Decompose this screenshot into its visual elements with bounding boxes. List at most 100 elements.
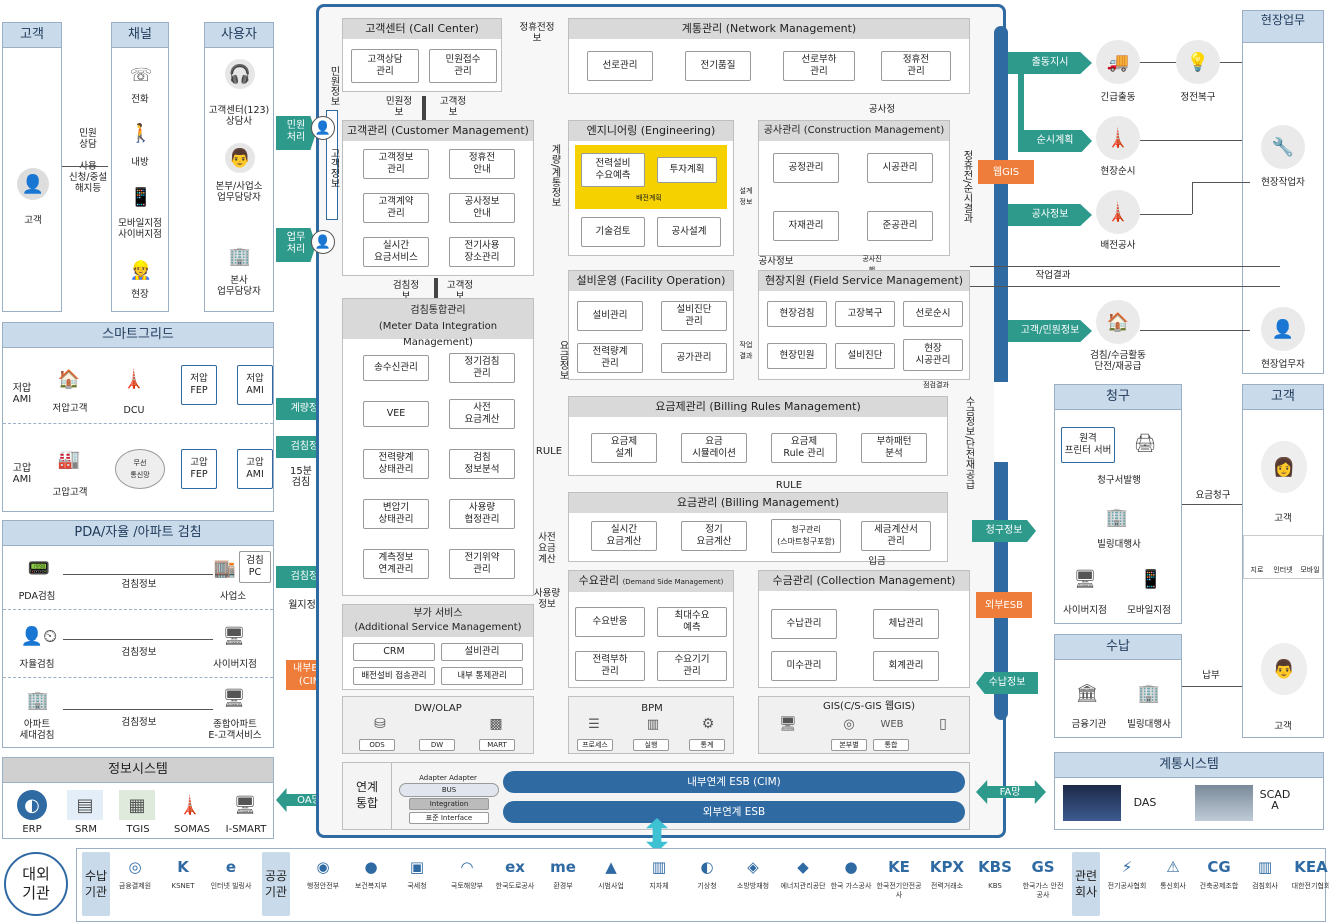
billing-item[interactable]: 실시간 요금계산 xyxy=(591,521,657,551)
smartgrid-title: 스마트그리드 xyxy=(3,323,273,348)
field-item[interactable]: 설비진단 xyxy=(835,343,895,369)
engineering-item[interactable]: 공사설계 xyxy=(657,217,721,247)
engineering-item[interactable]: 투자계획 xyxy=(657,157,717,183)
billing-item[interactable]: 청구관리 (스마트청구포함) xyxy=(771,519,841,553)
integration-title: 연계 통합 xyxy=(355,780,379,810)
pole-icon: 🗼 xyxy=(122,368,146,390)
billingrule-item[interactable]: 요금제 설계 xyxy=(591,433,657,463)
additional-item[interactable]: 설비관리 xyxy=(441,643,523,661)
erp-label: ERP xyxy=(22,824,42,835)
mdm-item[interactable]: 정기검침 관리 xyxy=(449,353,515,383)
demand-item[interactable]: 최대수요 예측 xyxy=(657,607,727,637)
flow-label: 정휴전/순시결과 xyxy=(961,150,972,224)
pda-row1-left: PDA검침 xyxy=(18,591,56,602)
mdm-item[interactable]: VEE xyxy=(363,401,429,427)
field-item[interactable]: 현장 시공관리 xyxy=(903,339,963,371)
billing-item[interactable]: 세금계산서 관리 xyxy=(861,521,931,551)
logo-label: 한국가스 안전공사 xyxy=(1022,882,1064,899)
customer-item[interactable]: 정휴전 안내 xyxy=(449,149,515,179)
mdm-item[interactable]: 송수신관리 xyxy=(363,355,429,381)
smartgrid-panel: 스마트그리드 저압 AMI 🏠 저압고객 🗼 DCU 저압 FEP 저압 AMI… xyxy=(2,322,274,512)
payment-arrow: 수납정보 xyxy=(976,672,1038,694)
field-item[interactable]: 현장검침 xyxy=(767,301,827,327)
facility-item[interactable]: 설비진단 관리 xyxy=(661,301,727,331)
customer-item[interactable]: 고객계약 관리 xyxy=(363,193,429,223)
logo-mark: ◈ xyxy=(747,858,759,876)
building-icon: 🏢 xyxy=(1137,682,1161,704)
mdm-item[interactable]: 전력량계 상태관리 xyxy=(363,449,429,479)
mdm-item[interactable]: 계측정보 연계관리 xyxy=(363,549,429,579)
print-server-box: 원격 프린터 서버 xyxy=(1061,427,1115,463)
mdm-item[interactable]: 변압기 상태관리 xyxy=(363,499,429,529)
construction-item[interactable]: 시공관리 xyxy=(867,153,933,183)
bars-icon: ☰ xyxy=(588,716,600,732)
customer-item[interactable]: 공사정보 안내 xyxy=(449,193,515,223)
logo-mark: ⚡ xyxy=(1121,858,1133,876)
demand-item[interactable]: 수요반응 xyxy=(575,607,645,637)
billingrule-item[interactable]: 부하패턴 분석 xyxy=(861,433,927,463)
network-item[interactable]: 전기품질 xyxy=(685,51,751,81)
mdm-item[interactable]: 전기위약 관리 xyxy=(449,549,515,579)
worker-icon: 🔧 xyxy=(1261,125,1305,169)
network-item[interactable]: 선로부하 관리 xyxy=(783,51,855,81)
tgis-label: TGIS xyxy=(126,824,150,835)
high-fep-box: 고압 FEP xyxy=(181,449,217,489)
logo-mark: KBS xyxy=(978,858,1012,876)
demand-item[interactable]: 수요기기 관리 xyxy=(657,651,727,681)
field-item[interactable]: 현장민원 xyxy=(767,343,827,369)
facility-item[interactable]: 전력량계 관리 xyxy=(577,343,643,373)
billingrule-item[interactable]: 요금제 Rule 관리 xyxy=(771,433,837,463)
field-item[interactable]: 고장복구 xyxy=(835,301,895,327)
customer-flow-label: 민원 상담 사용 신청/중설 해지등 xyxy=(68,128,108,194)
callcenter-item[interactable]: 고객상담 관리 xyxy=(351,49,419,83)
collection-title: 수금관리 (Collection Management) xyxy=(759,571,969,591)
low-customer-label: 저압고객 xyxy=(52,403,88,414)
additional-item[interactable]: CRM xyxy=(353,643,435,661)
facility-item[interactable]: 공가관리 xyxy=(661,343,727,373)
customer-item[interactable]: 전기사용 장소관리 xyxy=(449,237,515,267)
fa-label: FA망 xyxy=(999,787,1021,798)
flow-label: 작업 결과 xyxy=(739,341,753,360)
facility-item[interactable]: 설비관리 xyxy=(577,301,643,331)
tower-icon: 🗼 xyxy=(178,794,202,816)
field-worker-icon: 👷 xyxy=(129,259,153,281)
field-item: 현장업무자 xyxy=(1261,359,1305,370)
demand-item[interactable]: 전력부하 관리 xyxy=(575,651,645,681)
collection-item[interactable]: 체납관리 xyxy=(873,609,939,639)
mdm-item[interactable]: 사전 요금계산 xyxy=(449,399,515,429)
network-item[interactable]: 정휴전 관리 xyxy=(881,51,951,81)
additional-item[interactable]: 배전설비 접송관리 xyxy=(353,667,435,685)
logo-mark: ▥ xyxy=(651,858,667,876)
pda-row1-right: 사업소 xyxy=(219,591,247,602)
collection-module: 수금관리 (Collection Management) 수납관리 체납관리 미… xyxy=(758,570,970,688)
customer-item[interactable]: 실시간 요금서비스 xyxy=(363,237,429,267)
mdm-item[interactable]: 사용량 협정관리 xyxy=(449,499,515,529)
inner-esb-pill: 내부연계 ESB (CIM) xyxy=(503,771,965,793)
billingrule-item[interactable]: 요금 시뮬레이션 xyxy=(681,433,747,463)
collection-item[interactable]: 회계관리 xyxy=(873,651,939,681)
flow-label: 사용량 정보 xyxy=(533,588,561,610)
flow-label: 검침정 보 xyxy=(392,280,420,302)
additional-item[interactable]: 내부 통제관리 xyxy=(441,667,523,685)
engineering-item[interactable]: 전력설비 수요예측 xyxy=(581,153,645,187)
construction-item[interactable]: 준공관리 xyxy=(867,211,933,241)
logo-mark: ex xyxy=(505,858,525,876)
collection-item[interactable]: 수납관리 xyxy=(771,609,837,639)
mobile-icon: 📱 xyxy=(1139,568,1163,590)
network-item[interactable]: 선로관리 xyxy=(587,51,653,81)
mdm-item[interactable]: 검침 정보분석 xyxy=(449,449,515,479)
logo-label: 기상청 xyxy=(697,882,717,890)
construction-item[interactable]: 자재관리 xyxy=(773,211,839,241)
billing-item[interactable]: 정기 요금계산 xyxy=(681,521,747,551)
cust-title: 고객 xyxy=(1243,385,1323,410)
mdm-title: 검침통합관리 (Meter Data Integration Managemen… xyxy=(343,299,533,348)
engineering-title: 엔지니어링 (Engineering) xyxy=(569,121,733,141)
construction-item[interactable]: 공정관리 xyxy=(773,153,839,183)
engineering-item[interactable]: 기술검토 xyxy=(581,217,645,247)
field-item[interactable]: 선로순시 xyxy=(903,301,963,327)
collection-item[interactable]: 미수관리 xyxy=(771,651,837,681)
demand-module: 수요관리 (Demand Side Management) 수요반응 최대수요 … xyxy=(568,570,734,688)
callcenter-item[interactable]: 민원접수 관리 xyxy=(429,49,497,83)
customer-item[interactable]: 고객정보 관리 xyxy=(363,149,429,179)
logo-mark: ◐ xyxy=(700,858,714,876)
